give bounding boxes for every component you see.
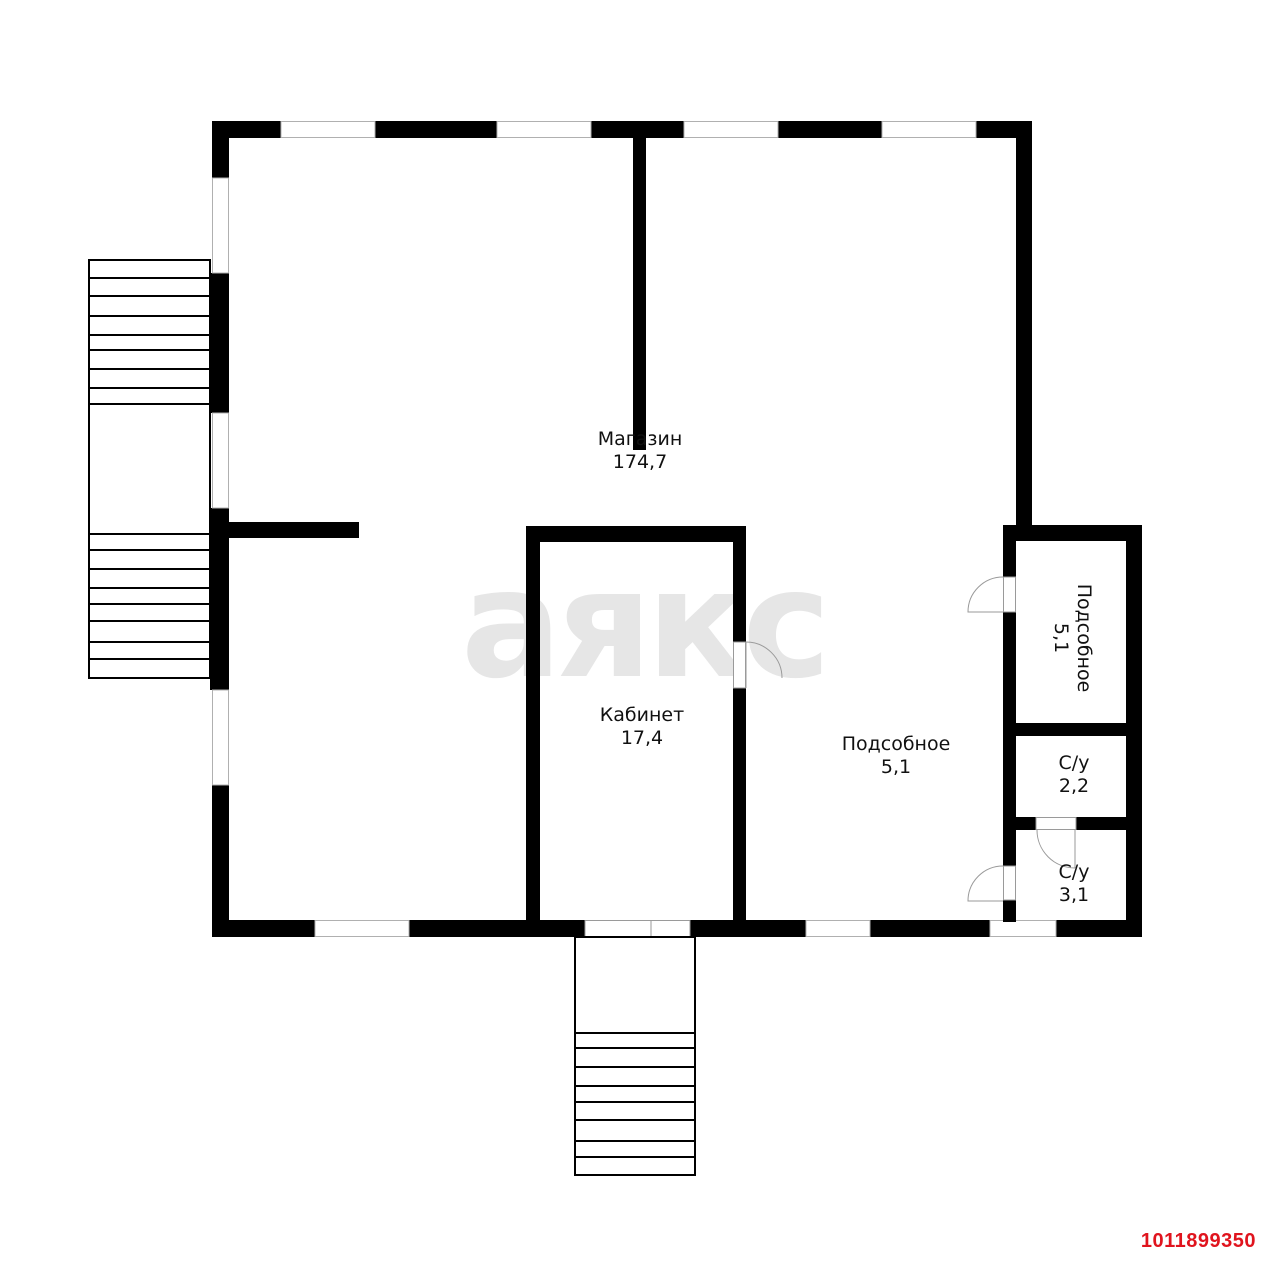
- room-name: Подсобное: [841, 733, 951, 755]
- room-area: 5,1: [880, 756, 912, 778]
- stairs-west: [88, 259, 211, 679]
- room-area: 3,1: [1058, 884, 1090, 906]
- doors: [584, 576, 1077, 975]
- room-area: 174,7: [612, 451, 668, 473]
- door-bathroom-outer[interactable]: [967, 865, 1016, 902]
- room-area: 5,1: [1050, 622, 1072, 654]
- windows: [212, 121, 1057, 937]
- interior-walls: [229, 137, 1126, 922]
- door-bathroom-inner[interactable]: [1035, 817, 1077, 869]
- room-label-storage-annex: Подсобное 5,1: [1049, 584, 1095, 693]
- room-name: С/у: [1058, 861, 1090, 883]
- room-area: 17,4: [620, 727, 664, 749]
- room-area: 2,2: [1058, 775, 1090, 797]
- door-storage-annex[interactable]: [967, 576, 1016, 613]
- room-label-office: Кабинет 17,4: [600, 704, 684, 750]
- room-name: Подсобное: [1073, 583, 1095, 693]
- room-name: Кабинет: [599, 704, 685, 726]
- room-label-storage-main: Подсобное 5,1: [842, 733, 951, 779]
- room-label-bathroom-2: С/у 3,1: [1059, 861, 1090, 907]
- stairs-south: [574, 936, 696, 1176]
- room-name: Магазин: [597, 428, 683, 450]
- room-label-bathroom-1: С/у 2,2: [1059, 752, 1090, 798]
- room-label-shop: Магазин 174,7: [598, 428, 683, 474]
- listing-id: 1011899350: [1140, 1230, 1256, 1252]
- watermark-logo: аякс: [460, 538, 831, 712]
- room-name: С/у: [1058, 752, 1090, 774]
- exterior-walls: [210, 121, 1142, 937]
- door-office[interactable]: [733, 641, 783, 689]
